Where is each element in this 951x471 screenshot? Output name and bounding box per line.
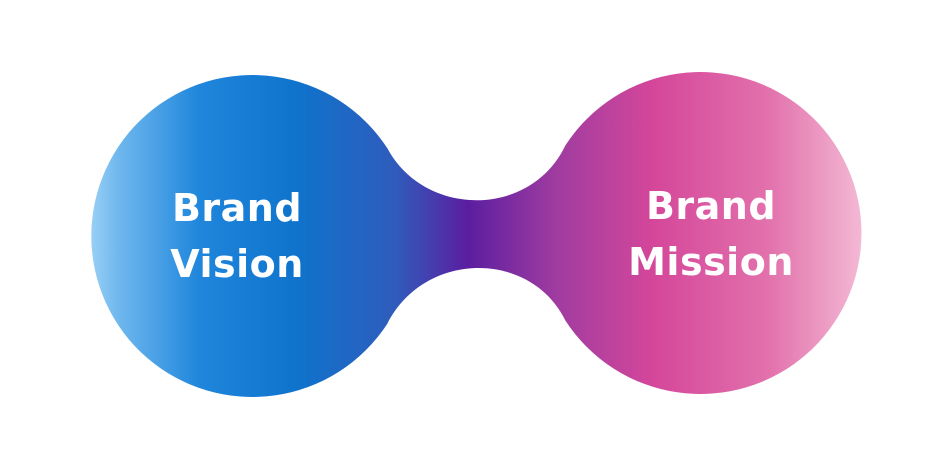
brand-mission-line1: Brand [645, 184, 777, 228]
brand-mission-line2: Mission [628, 240, 794, 284]
brand-vision-line2: Vision [170, 242, 304, 286]
brand-vision-line1: Brand [171, 186, 303, 230]
brand-mission-label: Brand Mission [591, 178, 831, 290]
blob-shape [91, 71, 862, 397]
brand-vision-label: Brand Vision [117, 180, 357, 292]
